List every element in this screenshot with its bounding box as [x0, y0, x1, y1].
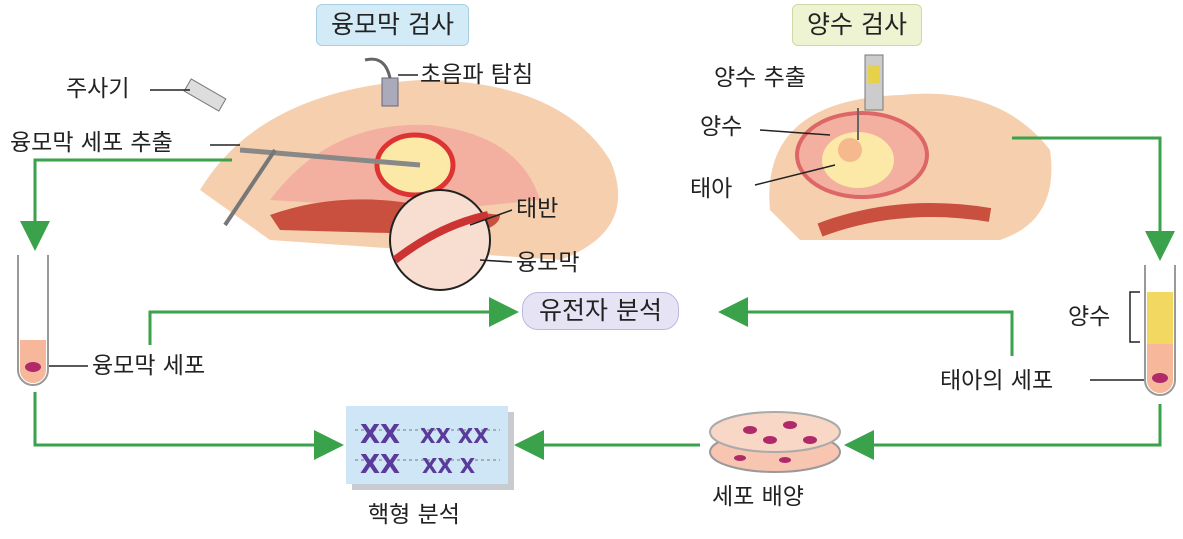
- petri-dish: [709, 411, 841, 473]
- leader-lines: [45, 74, 1155, 381]
- svg-text:XX: XX: [360, 450, 400, 480]
- cvs-illustration: [183, 57, 619, 291]
- karyotype-label: 핵형 분석: [368, 502, 460, 528]
- fetus-label: 태아: [690, 176, 733, 202]
- ultrasound-label: 초음파 탐침: [420, 62, 534, 88]
- tube-amniotic-fluid-label: 양수: [1068, 304, 1111, 330]
- fetal-cells-label: 태아의 세포: [940, 368, 1054, 394]
- chorion-cells-label: 융모막 세포: [92, 353, 206, 379]
- karyotype-card: XX XX XX XX XX X: [346, 406, 514, 490]
- culture-label: 세포 배양: [712, 484, 804, 510]
- left-test-tube: [17, 255, 49, 386]
- svg-text:XX: XX: [360, 420, 400, 450]
- amniotic-fluid-label: 양수: [700, 114, 743, 140]
- svg-text:XX XX: XX XX: [420, 424, 489, 448]
- amnio-illustration: [769, 54, 1052, 241]
- syringe-label: 주사기: [66, 76, 130, 102]
- placenta-label: 태반: [516, 196, 559, 222]
- chorion-label: 융모막: [516, 250, 580, 276]
- amnio-header: 양수 검사: [792, 4, 922, 46]
- gene-analysis-box: 유전자 분석: [522, 292, 679, 330]
- right-test-tube: [1144, 265, 1176, 396]
- amnio-extract-label: 양수 추출: [714, 65, 806, 91]
- cvs-header: 융모막 검사: [316, 4, 469, 46]
- cvs-extract-label: 융모막 세포 추출: [10, 130, 173, 156]
- svg-text:XX X: XX X: [422, 454, 476, 478]
- flow-arrows: [20, 136, 1175, 460]
